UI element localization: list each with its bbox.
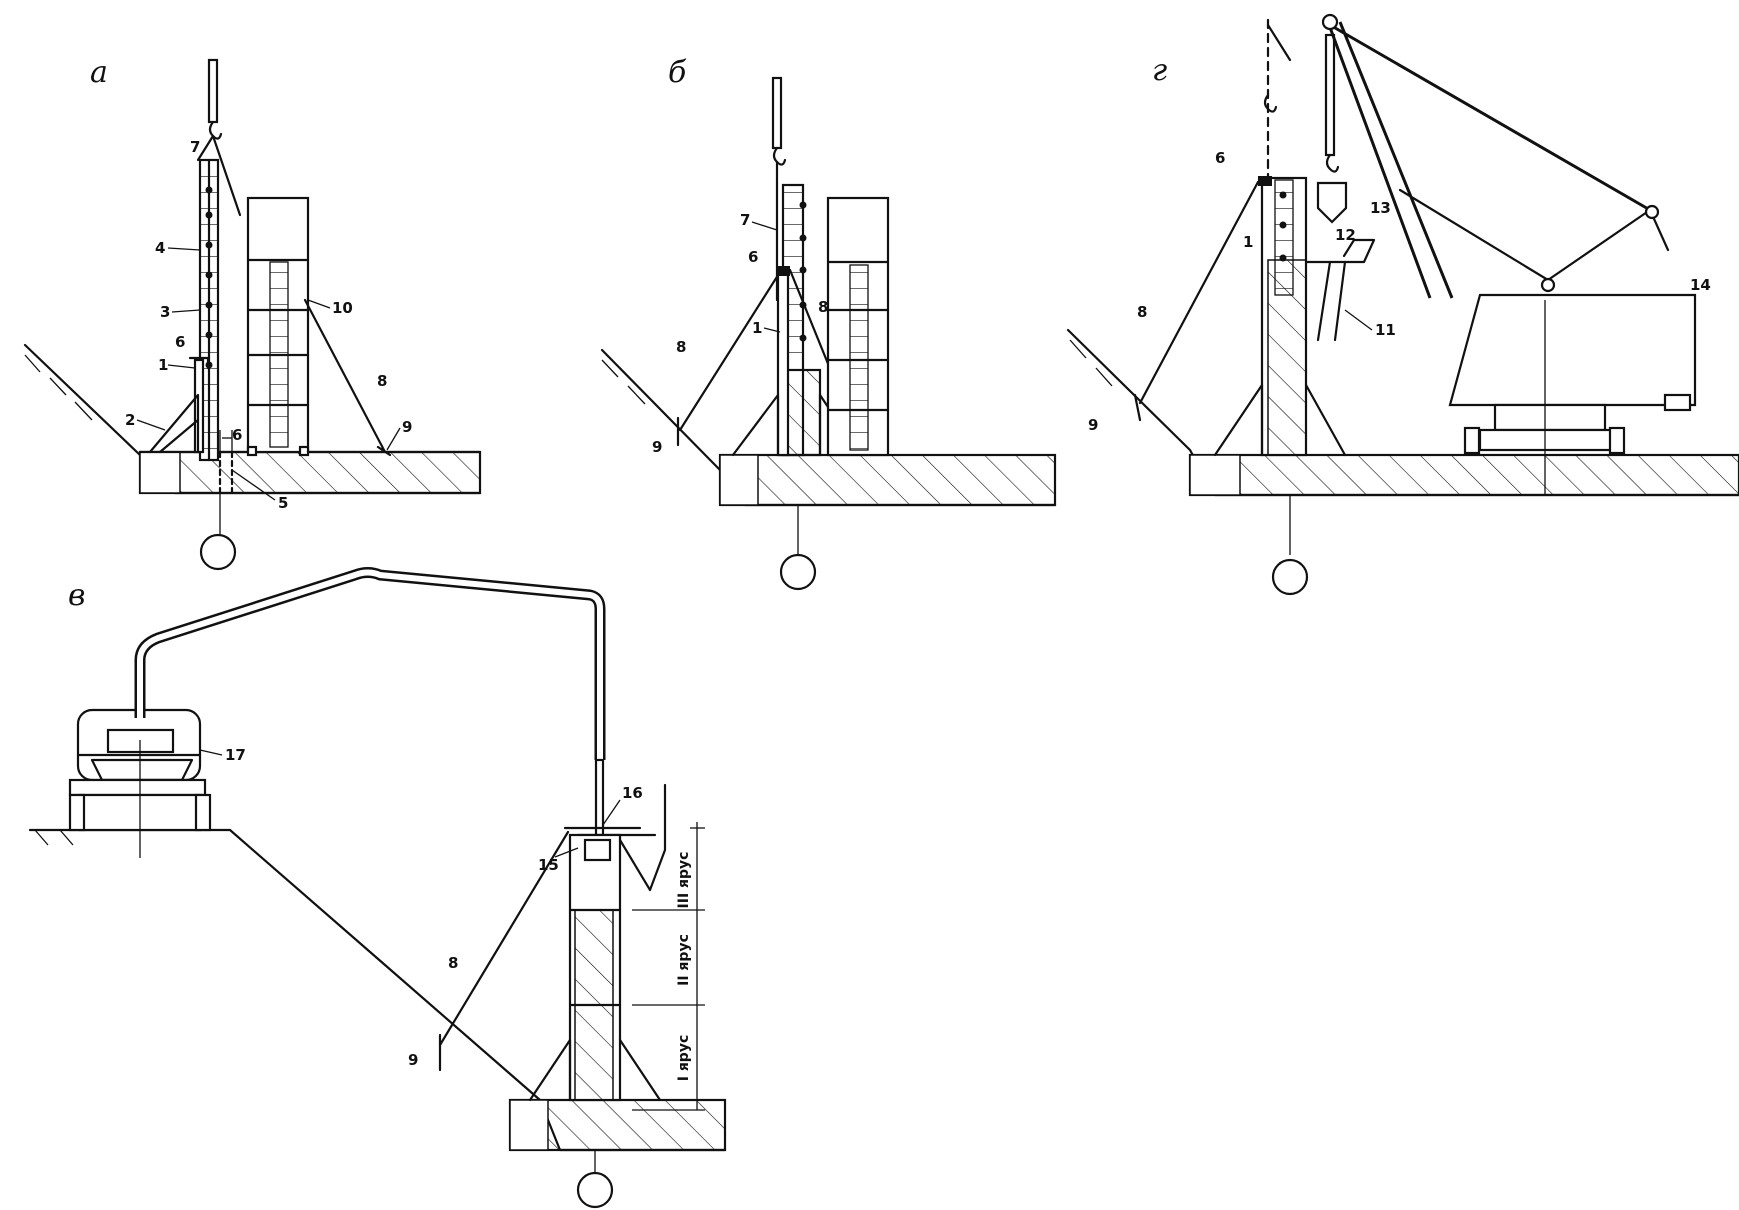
callout-11: 11 <box>1375 321 1396 339</box>
callout-1b: 1 <box>752 319 762 337</box>
callout-6b: 6 <box>232 426 242 444</box>
callout-6a: 6 <box>175 333 185 351</box>
callout-16: 16 <box>622 784 643 802</box>
callout-9v: 9 <box>408 1051 418 1069</box>
callout-12: 12 <box>1335 226 1356 244</box>
panel-v: в <box>28 567 727 1209</box>
callout-13: 13 <box>1370 199 1391 217</box>
tier-label-2: II ярус <box>676 934 692 986</box>
tier-label-1: I ярус <box>676 1035 692 1082</box>
callout-9g: 9 <box>1088 416 1098 434</box>
concrete-bucket <box>1316 181 1348 224</box>
callout-8g: 8 <box>1137 303 1147 321</box>
grid-axis-b <box>779 553 817 591</box>
callout-8a: 8 <box>377 372 387 390</box>
callout-1: 1 <box>158 356 168 374</box>
foundation-slab <box>138 450 482 495</box>
callout-7: 7 <box>190 138 200 156</box>
callout-6g: 6 <box>1215 149 1225 167</box>
callout-10: 10 <box>332 299 353 317</box>
crane-rope-a <box>207 58 219 124</box>
callout-1g: 1 <box>1243 233 1253 251</box>
callout-3: 3 <box>160 303 170 321</box>
panel-b: б <box>600 55 1057 591</box>
panel-g: г <box>1066 13 1739 596</box>
callout-8b: 8 <box>818 298 828 316</box>
panel-label-v: в <box>68 578 85 613</box>
callout-5: 5 <box>278 494 288 512</box>
panel-label-g: г <box>1152 53 1167 88</box>
grid-axis-g <box>1271 558 1309 596</box>
callout-14: 14 <box>1690 276 1711 294</box>
panel-label-a: а <box>90 55 108 90</box>
callout-6c: 6 <box>748 248 758 266</box>
grid-axis-a <box>199 533 237 571</box>
callout-15: 15 <box>538 856 559 874</box>
crane-body <box>1448 293 1697 407</box>
foundation-slab-g <box>1188 453 1739 497</box>
concrete-pipeline <box>134 567 606 760</box>
callout-17: 17 <box>225 746 246 764</box>
tier-label-3: III ярус <box>676 852 692 909</box>
callout-4: 4 <box>155 239 165 257</box>
callout-8c: 8 <box>676 338 686 356</box>
panel-label-b: б <box>668 55 687 90</box>
panel-a: а <box>23 55 482 571</box>
callout-2: 2 <box>125 411 135 429</box>
callout-7b: 7 <box>740 211 750 229</box>
callout-8v: 8 <box>448 954 458 972</box>
grid-axis-v <box>576 1171 614 1209</box>
callout-9b: 9 <box>652 438 662 456</box>
callout-9a: 9 <box>402 418 412 436</box>
foundation-slab-b <box>718 453 1057 507</box>
